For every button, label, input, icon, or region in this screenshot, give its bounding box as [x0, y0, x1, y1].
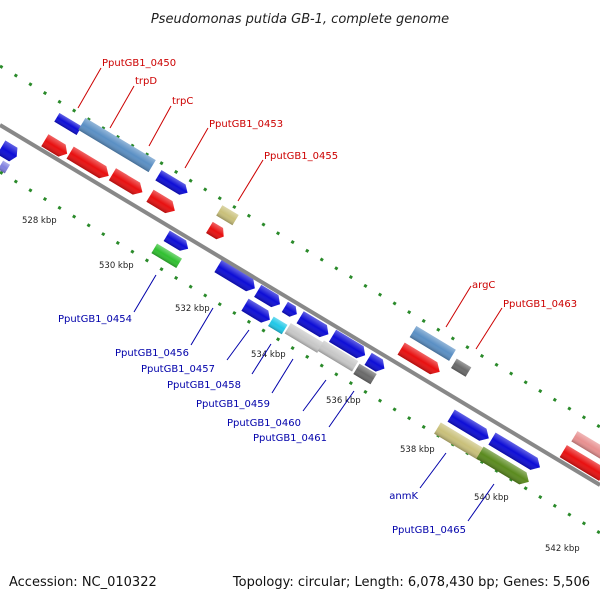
gene-label-PputGB1_0453[interactable]: PputGB1_0453 [209, 119, 283, 130]
topology-text: Topology: circular; Length: 6,078,430 bp… [232, 575, 590, 590]
accession-text: Accession: NC_010322 [9, 575, 157, 590]
gene-red-d[interactable] [146, 189, 178, 217]
gene-label-PputGB1_0456[interactable]: PputGB1_0456 [115, 348, 189, 359]
gene-label-trpC[interactable]: trpC [172, 96, 193, 107]
gene-label-PputGB1_0457[interactable]: PputGB1_0457 [141, 364, 215, 375]
gene-labels-bottom: PputGB1_0454 PputGB1_0456 PputGB1_0457 P… [58, 274, 495, 536]
gene-red-0455[interactable] [206, 221, 227, 242]
gene-label-PputGB1_0465[interactable]: PputGB1_0465 [392, 525, 466, 536]
kbp-label: 540 kbp [474, 493, 509, 503]
gene-label-PputGB1_0461[interactable]: PputGB1_0461 [253, 433, 327, 444]
gene-label-PputGB1_0459[interactable]: PputGB1_0459 [196, 399, 270, 410]
gene-label-PputGB1_0463[interactable]: PputGB1_0463 [503, 299, 577, 310]
tick-track-outer [0, 64, 600, 429]
gene-labels-top: PputGB1_0450 trpD trpC PputGB1_0453 Pput… [77, 58, 577, 350]
kbp-label: 532 kbp [175, 304, 210, 314]
kbp-label: 542 kbp [545, 544, 580, 554]
kbp-label: 528 kbp [22, 216, 57, 226]
gene-partial-left-blue[interactable] [0, 140, 21, 164]
gene-label-PputGB1_0460[interactable]: PputGB1_0460 [227, 418, 301, 429]
kbp-label: 534 kbp [251, 350, 286, 360]
gene-label-PputGB1_0455[interactable]: PputGB1_0455 [264, 151, 338, 162]
gene-blue-trpC[interactable] [155, 170, 190, 198]
kbp-scale: 528 kbp 530 kbp 532 kbp 534 kbp 536 kbp … [22, 216, 580, 554]
genome-backbone [0, 123, 600, 487]
gene-label-argC[interactable]: argC [472, 280, 495, 291]
kbp-label: 536 kbp [326, 396, 361, 406]
map-title: Pseudomonas putida GB-1, complete genome [151, 12, 449, 27]
gene-label-PputGB1_0458[interactable]: PputGB1_0458 [167, 380, 241, 391]
kbp-label: 538 kbp [400, 445, 435, 455]
tick-track-inner [0, 170, 600, 535]
gene-label-PputGB1_0450[interactable]: PputGB1_0450 [102, 58, 176, 69]
gene-darkgray-0463[interactable] [451, 358, 472, 377]
gene-label-trpD[interactable]: trpD [135, 76, 157, 87]
gene-label-PputGB1_0454[interactable]: PputGB1_0454 [58, 314, 132, 325]
gene-cyan-0458[interactable] [268, 316, 288, 335]
gene-red-a[interactable] [41, 134, 70, 159]
gene-blue-0450[interactable] [54, 113, 82, 135]
kbp-label: 530 kbp [99, 261, 134, 271]
gene-label-anmK[interactable]: anmK [389, 491, 418, 502]
